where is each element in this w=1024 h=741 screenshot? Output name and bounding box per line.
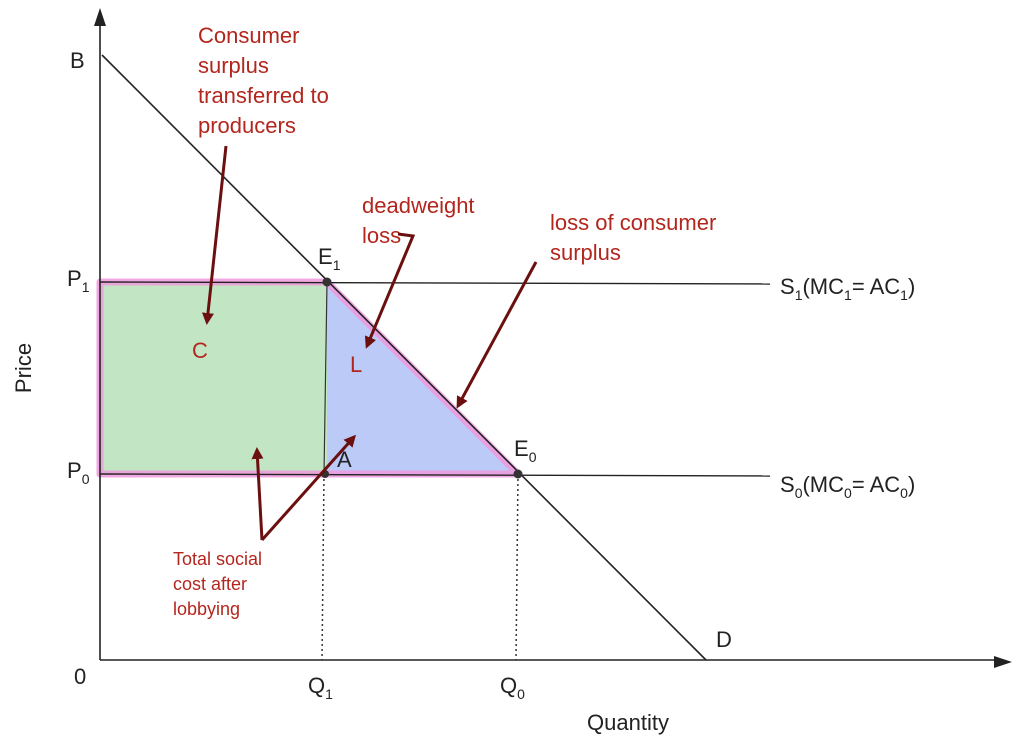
q1-label: Q1 [308, 673, 333, 702]
arrow-to-demand-curve [456, 261, 538, 409]
y-axis-label: Price [11, 343, 36, 393]
region-l-label: L [350, 352, 362, 377]
p1-label: P1 [67, 266, 90, 295]
origin-label: 0 [74, 664, 86, 689]
demand-curve [101, 54, 707, 661]
arrow-to-blue-triangle [260, 434, 356, 541]
supply-curve-s0 [99, 473, 771, 477]
d-label: D [716, 627, 732, 652]
e0-point [513, 469, 523, 479]
p0-label: P0 [67, 458, 90, 487]
loss-of-consumer-surplus-annotation: loss of consumer surplus [550, 210, 722, 265]
q1-vertical-solid [323, 281, 328, 475]
deadweight-loss-annotation: deadweight loss [362, 193, 481, 248]
consumer-surplus-transferred-annotation: Consumer surplus transferred to producer… [198, 23, 335, 138]
q0-vertical-dotted [515, 473, 519, 661]
q0-label: Q0 [500, 673, 525, 702]
region-c-label: C [192, 338, 208, 363]
quantity-axis-arrowhead [994, 656, 1012, 668]
consumer-surplus-transferred-region [100, 282, 327, 474]
s0-label: S0(MC0= AC0) [780, 472, 915, 501]
q1-vertical-dotted [321, 473, 325, 661]
e0-label: E0 [514, 436, 537, 465]
x-axis-label: Quantity [587, 710, 669, 735]
arrow-to-region-c [202, 145, 228, 325]
s1-label: S1(MC1= AC1) [780, 274, 915, 303]
e1-label: E1 [318, 244, 341, 273]
total-social-cost-annotation: Total social cost after lobbying [173, 549, 267, 619]
arrow-to-green-rectangle [251, 447, 264, 541]
arrow-to-region-l [364, 232, 416, 349]
price-axis-arrowhead [94, 8, 106, 26]
b-label: B [70, 48, 85, 73]
a-label: A [337, 447, 352, 472]
e1-point [322, 277, 332, 287]
